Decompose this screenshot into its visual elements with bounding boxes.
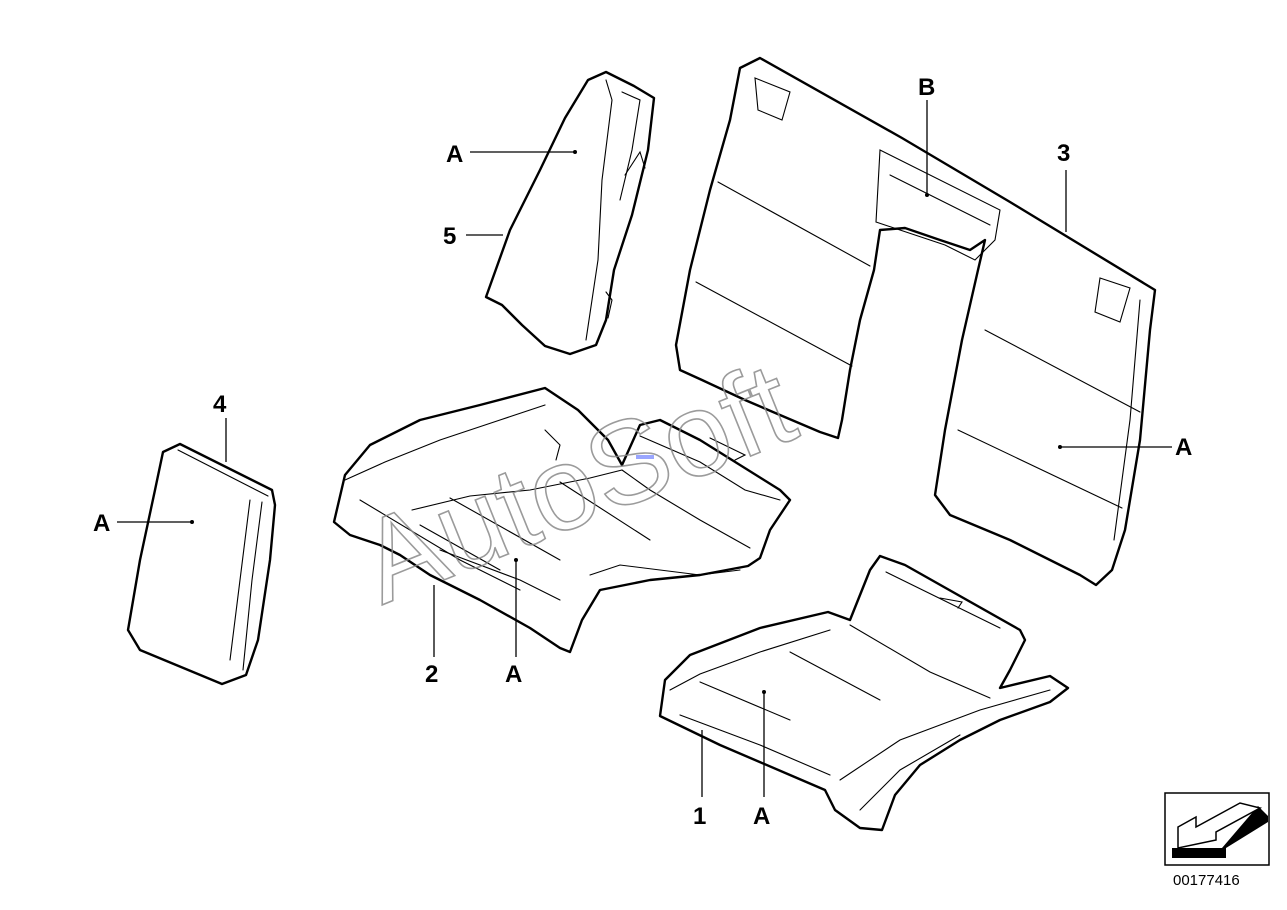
callout-a-part-3: A (1175, 434, 1192, 461)
callout-3: 3 (1057, 140, 1070, 167)
callout-a-part-1: A (753, 803, 770, 830)
part-3-backrest[interactable] (674, 56, 1157, 587)
figure-number: 00177416 (1173, 872, 1240, 889)
part-1-seat-base[interactable] (658, 554, 1070, 832)
part-5-side-section[interactable] (484, 70, 656, 356)
callout-a-part-2: A (505, 661, 522, 688)
callout-a-part-5: A (446, 141, 463, 168)
callout-5: 5 (443, 223, 456, 250)
part-2-seat-cushion[interactable] (332, 386, 792, 654)
callout-1: 1 (693, 803, 706, 830)
arrow-icon (1164, 792, 1270, 866)
part-4-side-cushion[interactable] (126, 442, 277, 686)
callout-2: 2 (425, 661, 438, 688)
callout-b: B (918, 74, 935, 101)
leader-lines (117, 100, 1172, 797)
watermark-accent (636, 455, 654, 459)
callout-a-part-4: A (93, 510, 110, 537)
callout-4: 4 (213, 391, 227, 418)
